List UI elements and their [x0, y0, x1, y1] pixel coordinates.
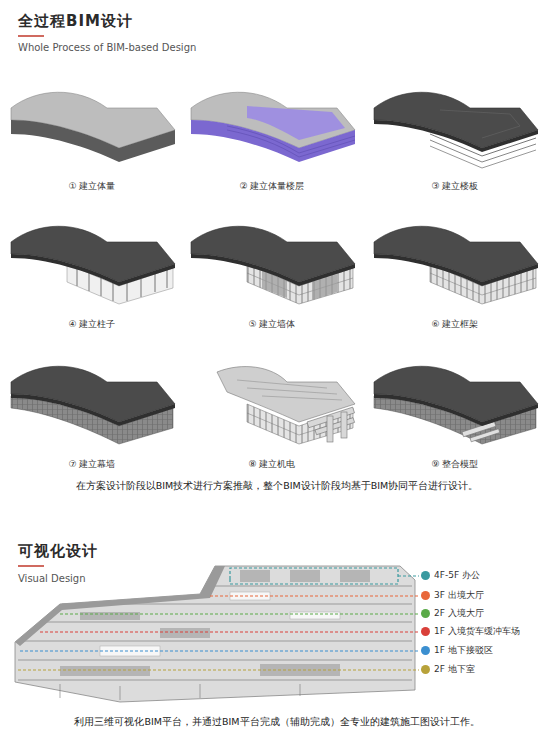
mass-model [7, 78, 177, 173]
mass-floors [187, 78, 357, 173]
floor-slabs [370, 78, 540, 173]
caption-text: 在方案设计阶段以BIM技术进行方案推敲，整个BIM设计阶段均基于BIM协同平台进… [76, 480, 479, 493]
caption-text: 利用三维可视化BIM平台，并通过BIM平台完成（辅助完成）全专业的建筑施工图设计… [74, 716, 479, 729]
step-label: ⑤ 建立墙体 [249, 318, 296, 331]
section-title: 全过程BIM设计 [18, 12, 133, 31]
step-label: ④ 建立柱子 [69, 318, 116, 331]
legend-label: 2F 地下室 [434, 663, 475, 676]
step-label: ① 建立体量 [69, 180, 116, 193]
curtain-wall-model [7, 352, 177, 447]
legend-swatch [421, 665, 430, 674]
legend-swatch [421, 609, 430, 618]
legend-label: 3F 出境大厅 [434, 589, 484, 602]
section-subtitle: Whole Process of BIM-based Design [18, 42, 196, 53]
walls-model [187, 212, 357, 307]
legend-label: 4F-5F 办公 [434, 569, 480, 582]
step-label: ③ 建立楼板 [432, 180, 479, 193]
legend-swatch [421, 571, 430, 580]
legend-swatch [421, 646, 430, 655]
frame-model [370, 212, 540, 307]
section-title: 可视化设计 [18, 542, 98, 561]
legend-label: 2F 入境大厅 [434, 607, 484, 620]
mep-model [187, 352, 357, 447]
step-label: ⑨ 整合模型 [432, 458, 479, 471]
step-label: ⑧ 建立机电 [249, 458, 296, 471]
step-label: ⑦ 建立幕墙 [69, 458, 116, 471]
legend-label: 1F 地下接驳区 [434, 644, 493, 657]
integrated-model [370, 352, 540, 447]
step-label: ② 建立体量楼层 [240, 180, 305, 193]
legend-label: 1F 入境货车缓冲车场 [434, 625, 520, 638]
legend-swatch [421, 591, 430, 600]
section-subtitle: Visual Design [18, 573, 86, 584]
columns-model [7, 212, 177, 307]
step-label: ⑥ 建立框架 [432, 318, 479, 331]
legend-swatch [421, 627, 430, 636]
